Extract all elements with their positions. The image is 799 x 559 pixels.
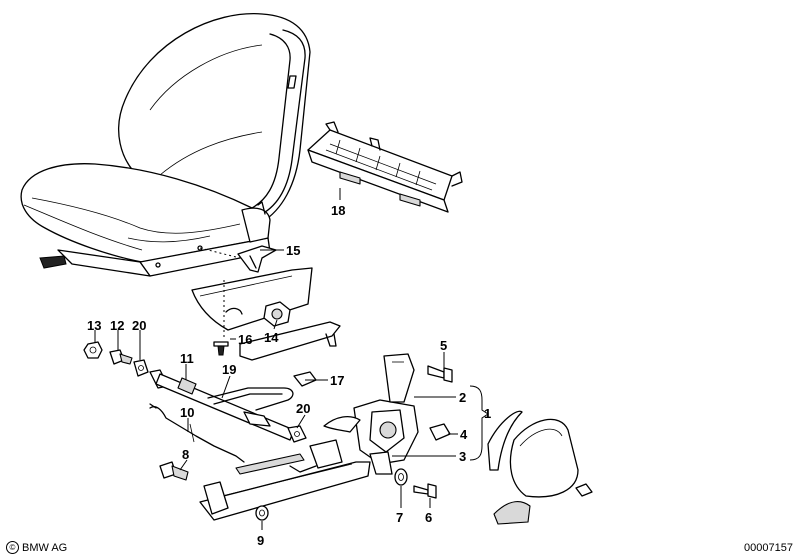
part-4-clip: [429, 423, 451, 441]
part-6-screw: [413, 483, 437, 499]
callout-8: 8: [182, 447, 189, 462]
part-8-bolt: [159, 461, 189, 481]
callout-1-bracket: [469, 385, 489, 461]
document-number: 00007157: [744, 542, 793, 554]
copyright-symbol: ©: [6, 541, 19, 554]
cover-strip: [239, 321, 341, 361]
part-13-nut: [83, 341, 103, 359]
callout-19: 19: [222, 362, 236, 377]
copyright-brand: © BMW AG: [6, 541, 67, 554]
callout-10: 10: [180, 405, 194, 420]
callout-2: 2: [459, 390, 466, 405]
callout-11: 11: [180, 351, 194, 366]
part-19-lever: [207, 387, 294, 427]
part-14-knob: [263, 301, 291, 327]
brand-name: BMW AG: [22, 541, 68, 554]
callout-20-lower: 20: [296, 401, 310, 416]
part-16-pin: [213, 341, 229, 356]
callout-9: 9: [257, 533, 264, 548]
part-20-clip-lower: [287, 425, 307, 443]
side-cover-right: [487, 410, 593, 525]
callout-20-upper: 20: [132, 318, 146, 333]
side-cover-trim: [191, 267, 313, 331]
part-12-bolt: [109, 349, 133, 365]
callout-13: 13: [87, 318, 101, 333]
callout-3: 3: [459, 449, 466, 464]
part-1-recliner-mechanism: [323, 353, 419, 475]
part-20-clip-upper: [133, 359, 149, 377]
part-7-washer: [394, 468, 408, 486]
callout-4: 4: [460, 427, 468, 442]
part-5-screw: [427, 365, 453, 383]
part-15-clip: [237, 245, 277, 273]
part-10-wire: [149, 403, 245, 463]
seat-rail: [199, 439, 371, 521]
part-9-washer: [255, 505, 269, 521]
callout-labels: 13 12 20 11 19 10 8 9 20 14 16 15 17 18 …: [87, 203, 491, 548]
callout-17: 17: [330, 373, 344, 388]
part-17-cap: [293, 371, 317, 387]
leader-lines: [94, 188, 458, 530]
callout-16: 16: [238, 332, 252, 347]
callout-6: 6: [425, 510, 432, 525]
callout-18: 18: [331, 203, 345, 218]
callout-14: 14: [264, 330, 279, 345]
callout-12: 12: [110, 318, 124, 333]
part-18-grille: [307, 121, 463, 213]
callout-7: 7: [396, 510, 403, 525]
callout-5: 5: [440, 338, 447, 353]
seat-illustration: [20, 13, 311, 277]
callout-15: 15: [286, 243, 300, 258]
callout-1: 1: [484, 406, 491, 421]
